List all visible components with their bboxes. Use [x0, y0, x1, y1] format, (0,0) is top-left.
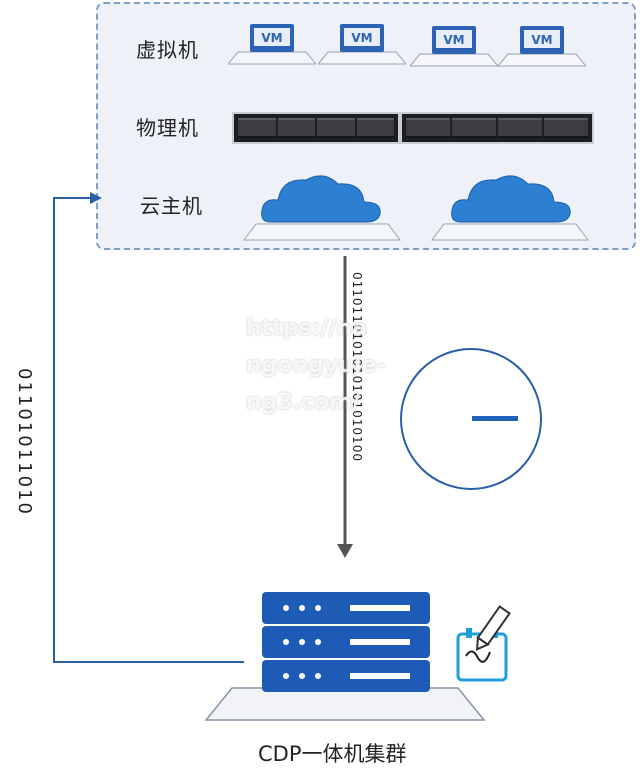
return-bitstream: 01101011010 — [14, 368, 35, 516]
virtual-machine-label: 虚拟机 — [136, 38, 199, 62]
cloud-host-icon — [431, 175, 589, 241]
cdp-server-stack-icon — [204, 592, 486, 721]
cloud-host-label: 云主机 — [140, 194, 203, 218]
vm-icon: VM — [498, 26, 586, 67]
vm-icon: VM — [318, 24, 406, 65]
cloud-host-icon — [243, 175, 401, 241]
status-circle-icon — [400, 348, 542, 490]
data-flow-down-arrow — [337, 256, 353, 558]
vm-badge: VM — [531, 33, 552, 47]
vm-badge: VM — [351, 31, 372, 45]
watermark-line: https://na — [246, 316, 367, 341]
physical-server-rack-icon — [400, 112, 594, 144]
watermark-line: ng3.com/ — [246, 390, 361, 415]
return-path-arrow — [53, 192, 244, 663]
watermark-line: ngongyule- — [246, 353, 386, 378]
watermark: https://na ngongyule- ng3.com/ — [246, 310, 386, 421]
physical-server-rack-icon — [232, 112, 400, 144]
vm-icon: VM — [410, 26, 498, 67]
downward-bitstream: 0110110101010101010100 — [350, 272, 364, 462]
vm-icon: VM — [228, 24, 316, 65]
vm-badge: VM — [443, 33, 464, 47]
physical-machine-label: 物理机 — [136, 116, 199, 140]
cdp-cluster-label: CDP一体机集群 — [258, 742, 407, 766]
edit-note-icon — [456, 605, 511, 682]
vm-badge: VM — [261, 31, 282, 45]
